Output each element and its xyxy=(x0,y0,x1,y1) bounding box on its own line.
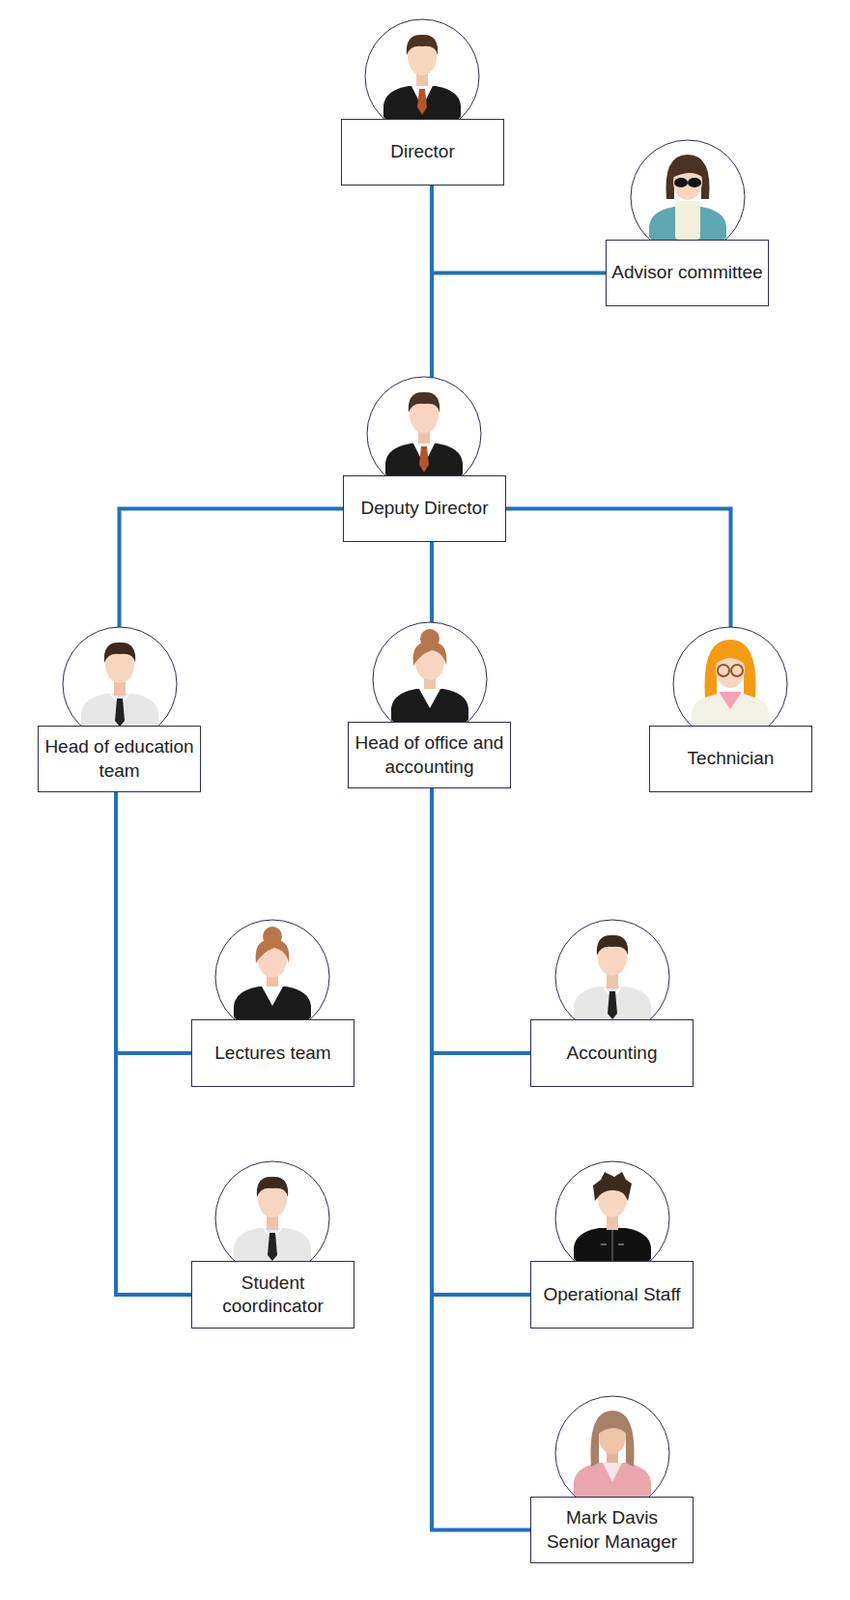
reporting-line xyxy=(431,788,531,1053)
role-box: Operational Staff xyxy=(530,1260,694,1329)
reporting-line xyxy=(431,788,531,1295)
reporting-line xyxy=(431,788,531,1530)
reporting-line xyxy=(115,792,192,1295)
role-box: Technician xyxy=(649,725,813,793)
role-label: Operational Staff xyxy=(542,1282,680,1306)
role-label: Head of education team xyxy=(42,735,197,782)
role-box: Mark DavisSenior Manager xyxy=(530,1496,694,1563)
role-label: Senior Manager xyxy=(546,1530,678,1554)
role-label: Student coordincator xyxy=(196,1271,350,1318)
role-label: Advisor committee xyxy=(611,260,763,284)
role-box: Head of education team xyxy=(37,725,201,793)
role-label: Director xyxy=(390,140,455,164)
role-label: Technician xyxy=(687,746,775,770)
role-label: Mark Davis xyxy=(566,1505,658,1530)
reporting-line xyxy=(115,792,192,1053)
reporting-line xyxy=(431,185,606,274)
role-box: Student coordincator xyxy=(191,1260,355,1329)
role-box: Deputy Director xyxy=(342,475,507,542)
role-label: Deputy Director xyxy=(361,496,489,520)
role-box: Advisor committee xyxy=(605,239,769,307)
role-label: Lectures team xyxy=(214,1041,331,1065)
role-box: Director xyxy=(340,118,505,186)
role-box: Lectures team xyxy=(191,1019,355,1087)
role-box: Head of office and accounting xyxy=(347,721,511,789)
role-label: Head of office and accounting xyxy=(352,731,507,778)
role-label: Accounting xyxy=(566,1041,657,1065)
role-box: Accounting xyxy=(530,1019,694,1087)
